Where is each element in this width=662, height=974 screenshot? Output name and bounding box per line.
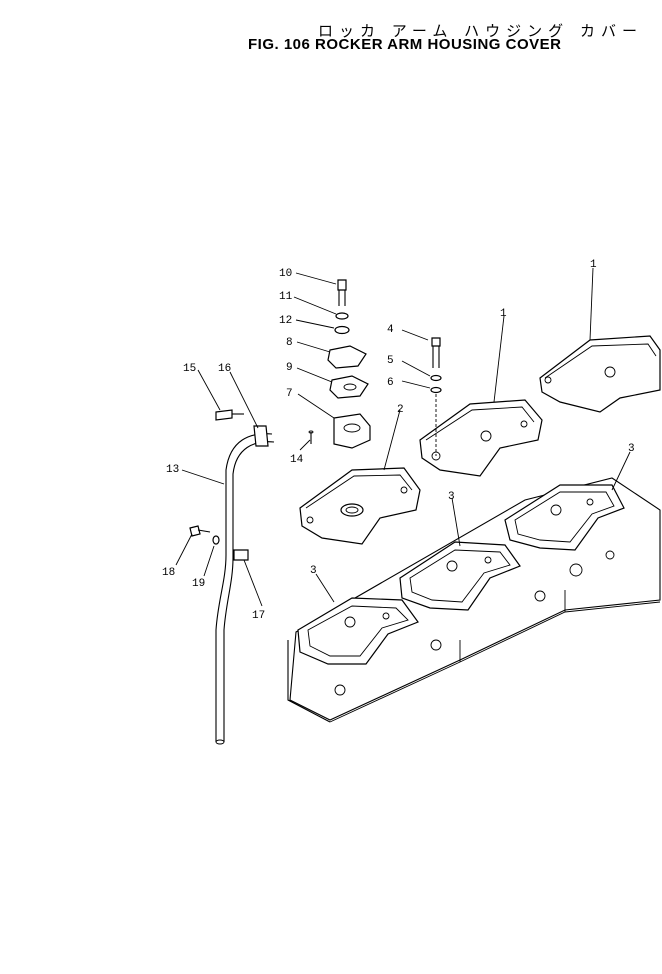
callout-19: 19 — [192, 578, 205, 590]
callout-14: 14 — [290, 454, 304, 466]
callout-10: 10 — [279, 268, 292, 280]
cylinder-head-block — [287, 477, 661, 723]
cover-bolt-set — [430, 337, 442, 456]
callout-3-front: 3 — [310, 565, 317, 577]
leader-lines — [175, 267, 631, 607]
callout-labels: 1 1 2 3 3 3 4 5 6 7 8 9 10 11 12 13 14 1… — [162, 259, 635, 622]
callout-17: 17 — [252, 610, 265, 622]
callout-6: 6 — [387, 377, 394, 389]
callout-9: 9 — [286, 362, 293, 374]
callout-3-middle: 3 — [448, 491, 455, 503]
callout-1-middle: 1 — [500, 308, 507, 320]
callout-15: 15 — [183, 363, 196, 375]
rocker-cover-rear — [539, 335, 661, 413]
callout-4: 4 — [387, 324, 394, 336]
callout-7: 7 — [286, 388, 293, 400]
callout-5: 5 — [387, 355, 394, 367]
title-japanese: ロッカ アーム ハウジング カバー — [318, 22, 643, 40]
figure-title: FIG. 106 ROCKER ARM HOUSING COVER — [248, 36, 562, 53]
callout-11: 11 — [279, 291, 293, 303]
callout-18: 18 — [162, 567, 175, 579]
callout-8: 8 — [286, 337, 293, 349]
callout-2: 2 — [397, 404, 404, 416]
callout-13: 13 — [166, 464, 179, 476]
rocker-cover-front — [299, 467, 421, 545]
breather-parts-stack — [308, 279, 371, 449]
callout-1-rear: 1 — [590, 259, 597, 271]
callout-3-rear: 3 — [628, 443, 635, 455]
rocker-cover-middle — [419, 399, 543, 477]
callout-16: 16 — [218, 363, 231, 375]
callout-12: 12 — [279, 315, 292, 327]
breather-tube — [189, 409, 275, 745]
